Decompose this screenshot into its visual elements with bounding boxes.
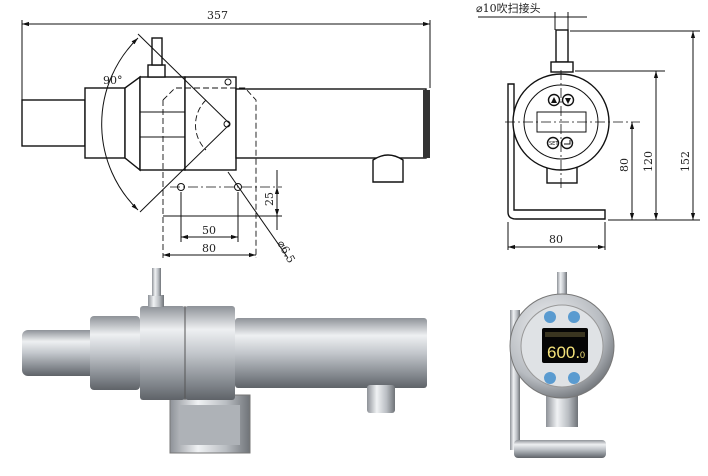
display-temperature-decimal: 0 <box>580 350 585 360</box>
angle-dimension: 90° <box>103 74 123 87</box>
front-photo: 600. 0 <box>509 272 615 458</box>
mounting-bracket <box>507 83 606 220</box>
hole-spacing-dimension: 50 <box>202 224 216 237</box>
down-button[interactable] <box>568 311 580 323</box>
center-height-dimension: 80 <box>618 158 631 172</box>
enter-button[interactable] <box>568 372 580 384</box>
knurled-cap <box>423 90 430 158</box>
total-height-dimension: 152 <box>679 151 692 172</box>
length-dimension: 357 <box>207 9 228 22</box>
hole-diameter-dimension: ⌀6.5 <box>274 238 297 265</box>
purge-fitting-label: ⌀10吹扫接头 <box>476 2 541 15</box>
front-bracket-width-dimension: 80 <box>549 233 563 246</box>
side-view-drawing: 357 90° 25 50 80 ⌀6.5 <box>21 9 431 265</box>
side-photo <box>22 268 427 454</box>
front-view-drawing: SET ⌀10吹扫接头 80 120 152 80 <box>476 2 700 250</box>
cable-connector <box>372 154 404 183</box>
up-button[interactable] <box>544 311 556 323</box>
bracket-width-dimension: 80 <box>202 242 216 255</box>
housing-height-dimension: 120 <box>642 151 655 172</box>
set-button[interactable] <box>544 372 556 384</box>
hole-offset-dimension: 25 <box>263 192 276 206</box>
display-temperature: 600. <box>547 343 580 362</box>
set-button-label: SET <box>549 141 559 147</box>
